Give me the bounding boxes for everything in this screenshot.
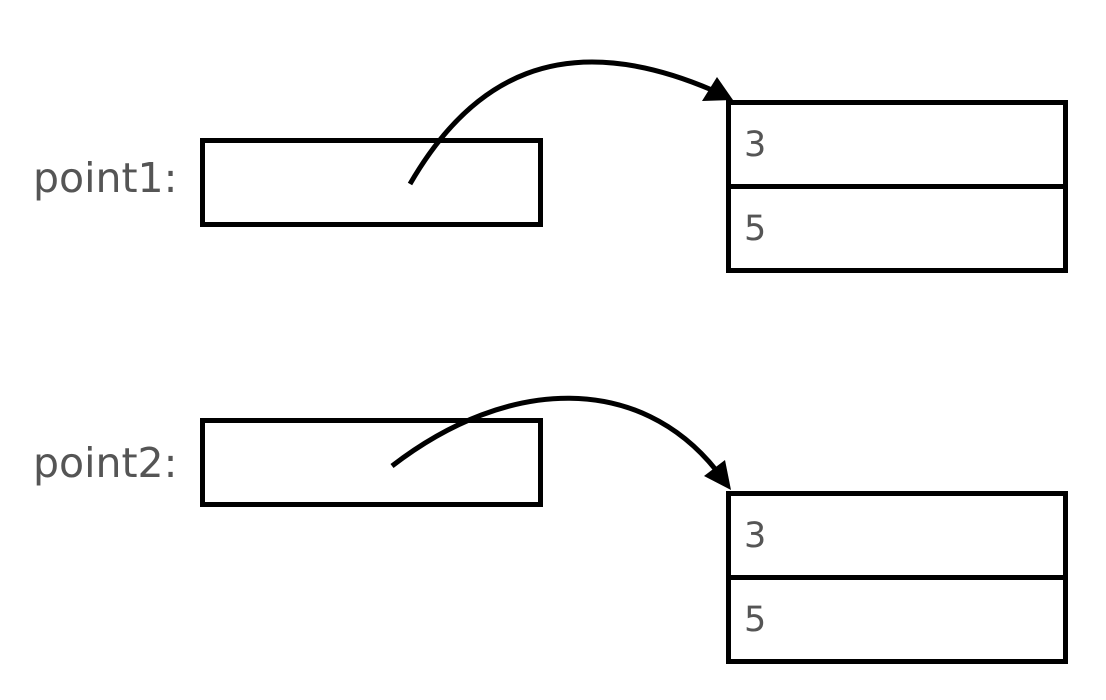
object-box-2: 3 5: [726, 491, 1068, 664]
object-1-field-y: 5: [731, 184, 1063, 268]
reference-box-point1: [200, 138, 543, 227]
object-1-field-x: 3: [744, 124, 767, 165]
object-2-field-y: 5: [731, 575, 1063, 659]
reference-box-point2: [200, 418, 543, 507]
variable-label-point1: point1:: [33, 154, 178, 202]
object-2-field-x: 3: [744, 515, 767, 556]
variable-label-point2: point2:: [33, 439, 178, 487]
arrow-point1-head: [702, 77, 733, 101]
arrow-point2-head: [704, 460, 731, 490]
object-box-1: 3 5: [726, 100, 1068, 273]
